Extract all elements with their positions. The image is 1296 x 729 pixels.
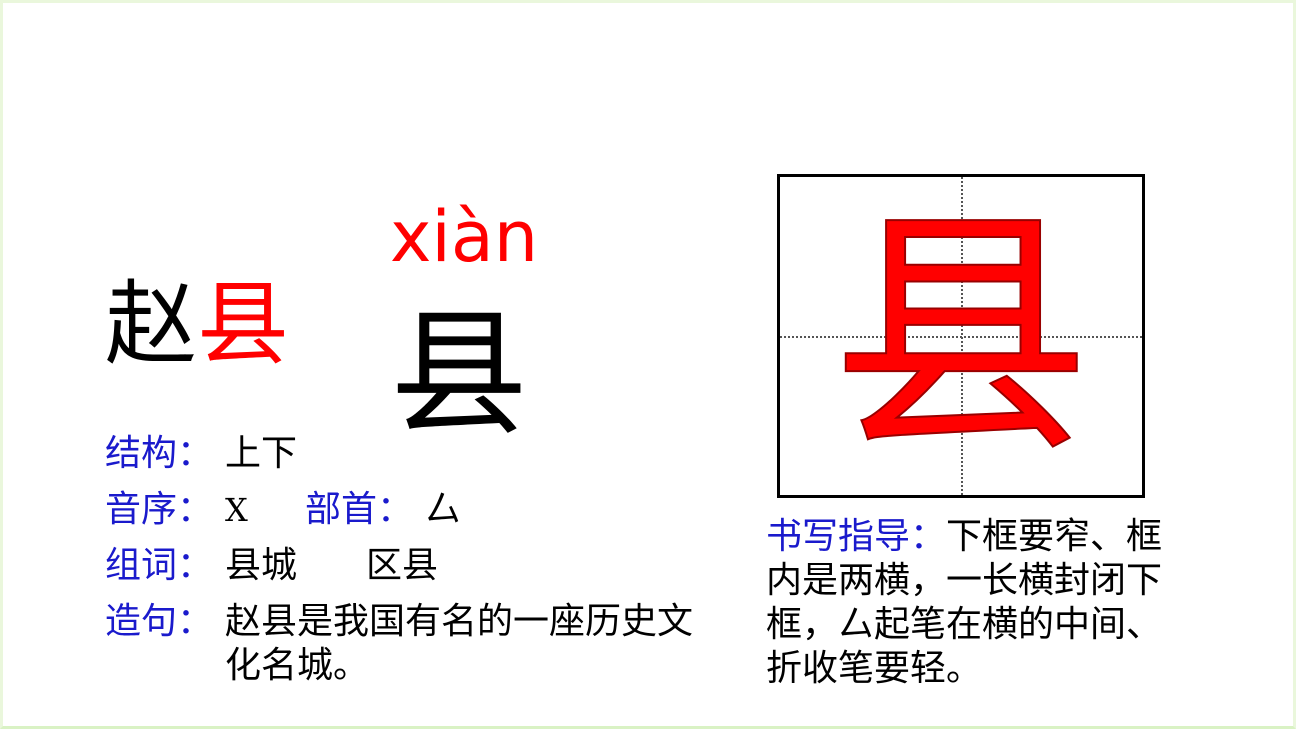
guide-label: 书写指导： [766,516,947,557]
writing-grid: 县 [777,174,1145,498]
radical-label: 部首： [305,489,414,530]
main-character: 县 [390,294,529,455]
words-label: 组词： [105,545,214,586]
structure-label: 结构： [105,433,214,474]
sentence-value: 赵县是我国有名的一座历史文化名城。 [225,601,694,686]
guide-text: 下框要窄、框内是两横，一长横封闭下框，厶起笔在横的中间、折收笔要轻。 [766,516,1163,689]
writing-guide: 书写指导：下框要窄、框内是两横，一长横封闭下框，厶起笔在横的中间、折收笔要轻。 [766,515,1166,691]
sentence-label: 造句： [105,601,214,642]
structure-value: 上下 [225,433,298,474]
pinyin: xiàn [390,196,539,278]
radical-value: 厶 [425,489,462,530]
grid-character: 县 [830,186,1092,488]
sound-order-label: 音序： [105,489,214,530]
word-2: 区县 [366,545,439,586]
word-1: 县城 [225,545,298,586]
word-highlight: 县 [197,271,290,378]
grid-horizontal-guide [780,336,1142,338]
sound-order-value: X [225,491,248,529]
example-word: 赵县 [105,270,289,380]
word-prefix: 赵 [105,271,198,378]
